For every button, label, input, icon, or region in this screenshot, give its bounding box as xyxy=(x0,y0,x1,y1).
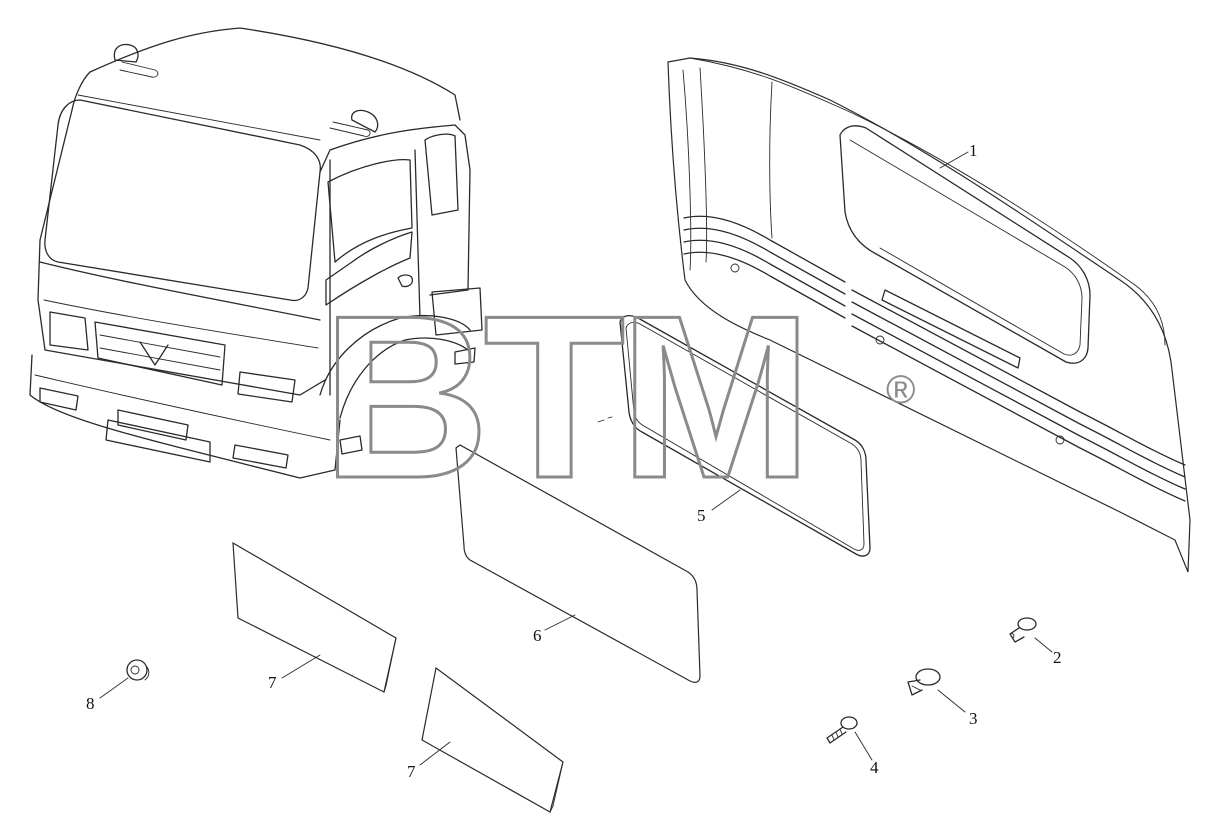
callout-7-lower: 7 xyxy=(407,762,416,781)
part-1-rear-panel xyxy=(667,57,1191,573)
callout-7-upper: 7 xyxy=(268,673,277,692)
callout-3: 3 xyxy=(969,709,978,728)
part-7-pad-lower xyxy=(421,666,564,813)
part-8-nut xyxy=(126,659,150,681)
part-7-pad-upper xyxy=(232,541,397,693)
truck-cab-illustration xyxy=(29,27,483,479)
callout-1: 1 xyxy=(969,141,978,160)
callout-6: 6 xyxy=(533,626,542,645)
part-2-bolt xyxy=(1009,617,1037,643)
part-5-window-seal xyxy=(619,315,871,557)
callout-labels: 1 2 3 4 5 6 7 8 7 xyxy=(86,141,1062,781)
part-4-screw xyxy=(826,716,858,744)
watermark-text: BTM xyxy=(322,268,807,527)
callout-5: 5 xyxy=(697,506,706,525)
callout-2: 2 xyxy=(1053,648,1062,667)
btm-watermark: BTM ® xyxy=(321,267,916,529)
callout-8: 8 xyxy=(86,694,95,713)
callout-4: 4 xyxy=(870,758,879,777)
leader-lines xyxy=(99,151,1053,766)
part-6-glass xyxy=(455,444,701,683)
watermark-registered-mark: ® xyxy=(886,368,915,412)
part-3-push-clip xyxy=(907,668,941,696)
